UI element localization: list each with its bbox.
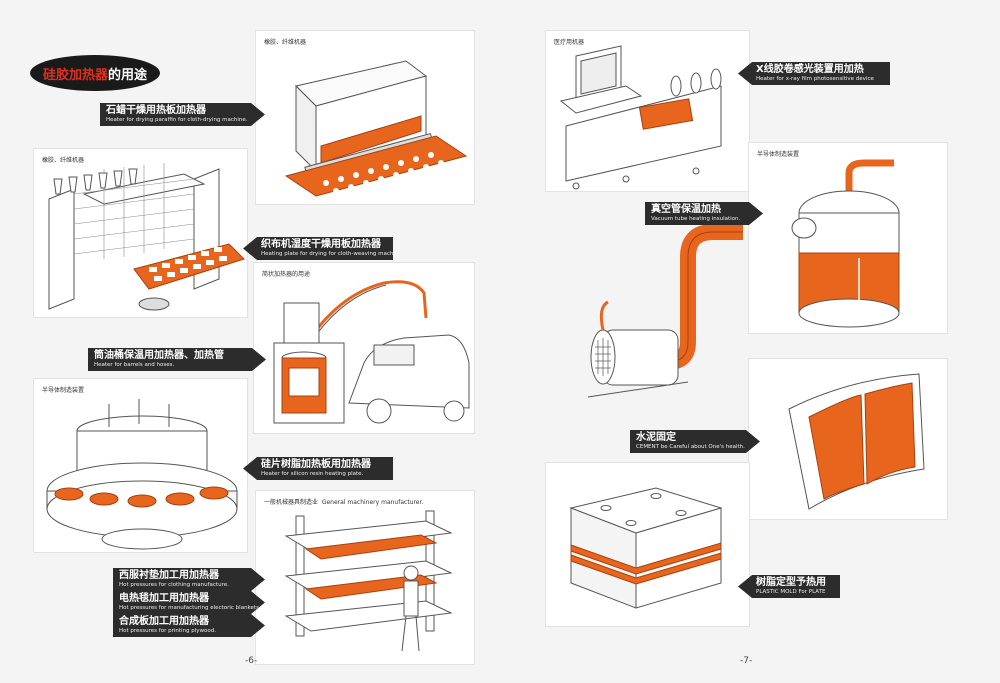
label-cn: 树脂定型予热用 bbox=[756, 577, 826, 588]
panel-caption: 一般机械器具制造业 General machinery manufacturer… bbox=[264, 497, 423, 506]
hot-press-illustration bbox=[284, 510, 453, 652]
panel-plastic-mold bbox=[545, 462, 750, 627]
panel-caption: 半导体制造装置 bbox=[757, 151, 800, 158]
label-plastic-mold: 树脂定型予热用 PLASTIC MOLD For PLATE bbox=[738, 575, 840, 598]
label-xray-heater: X线胶卷感光装置用加热 Heater for x-ray film photos… bbox=[738, 62, 890, 85]
label-cn: 织布机湿度干燥用板加热器 bbox=[261, 239, 381, 250]
caption-en: General machinery manufacturer. bbox=[321, 499, 424, 506]
label-en: Heater for drying paraffin for cloth-dry… bbox=[106, 117, 248, 123]
plastic-mold-illustration bbox=[569, 487, 723, 609]
panel-xray-device: 医疗用机器 bbox=[545, 30, 750, 192]
label-cn: 合成板加工用加热器 bbox=[119, 616, 209, 627]
panel-hot-press: 一般机械器具制造业 General machinery manufacturer… bbox=[255, 490, 475, 665]
label-en: Heater for x-ray film photosensitive dev… bbox=[756, 76, 874, 82]
label-en: Hot pressures for printing plywood. bbox=[119, 628, 217, 634]
label-cn: 电热毯加工用加热器 bbox=[119, 593, 209, 604]
panel-caption: 橡胶、纤维机器 bbox=[264, 39, 307, 46]
label-en: Heater for silicon resin heating plate. bbox=[261, 471, 364, 477]
page-number-left: -6- bbox=[245, 656, 258, 666]
paraffin-dryer-illustration bbox=[284, 60, 468, 197]
label-paraffin-heater: 石蜡干燥用热板加热器 Heater for drying paraffin fo… bbox=[100, 103, 265, 126]
label-blanket-press: 电热毯加工用加热器 Hot pressures for manufacturin… bbox=[113, 591, 265, 614]
label-en: PLASTIC MOLD For PLATE bbox=[756, 589, 826, 595]
label-en: Hot pressures for manufacturing electori… bbox=[119, 605, 261, 611]
label-cn: 石蜡干燥用热板加热器 bbox=[106, 105, 206, 116]
panel-paraffin-dryer: 橡胶、纤维机器 bbox=[255, 30, 475, 205]
semiconductor-platform-illustration bbox=[46, 399, 238, 550]
label-plywood-press: 合成板加工用加热器 Hot pressures for printing ply… bbox=[113, 614, 265, 637]
xray-device-illustration bbox=[559, 45, 722, 190]
panel-loom: 橡胶、纤维机器 bbox=[33, 148, 248, 318]
cement-illustration bbox=[788, 373, 925, 510]
panel-caption: 简状加热器的用途 bbox=[262, 271, 311, 278]
title-red: 硅胶加热器 bbox=[42, 67, 108, 83]
page-title: 硅胶加热器的用途 bbox=[30, 55, 160, 91]
barrel-car-illustration bbox=[273, 280, 470, 424]
loom-illustration bbox=[48, 163, 245, 311]
panel-vacuum-tube bbox=[548, 222, 743, 407]
panel-semiconductor-platform: 半导体制造装置 bbox=[33, 378, 248, 553]
label-en: Vacuum tube heating insulation. bbox=[651, 216, 741, 222]
page-number-right: -7- bbox=[740, 656, 753, 666]
label-cn: 硅片树脂加热板用加热器 bbox=[261, 459, 371, 470]
vacuum-tube-illustration bbox=[587, 224, 743, 398]
label-barrel-heater: 筒油桶保温用加热器、加热管 Heater for barrels and hos… bbox=[88, 348, 266, 371]
panel-semiconductor-tank: 半导体制造装置 bbox=[748, 142, 948, 334]
label-cement: 水泥固定 CEMENT be Careful about One's healt… bbox=[630, 430, 760, 453]
label-vacuum-tube: 真空管保温加热 Vacuum tube heating insulation. bbox=[645, 202, 763, 225]
panel-caption: 医疗用机器 bbox=[554, 39, 585, 46]
label-cn: 西服衬垫加工用加热器 bbox=[119, 570, 219, 581]
semiconductor-tank-illustration bbox=[791, 159, 900, 328]
label-cn: X线胶卷感光装置用加热 bbox=[756, 64, 864, 75]
panel-caption: 橡胶、纤维机器 bbox=[42, 157, 85, 164]
label-loom-heater: 织布机湿度干燥用板加热器 Heating plate for drying fo… bbox=[243, 237, 393, 260]
caption-cn: 一般机械器具制造业 bbox=[264, 499, 319, 506]
label-cn: 水泥固定 bbox=[636, 432, 676, 443]
label-en: Heating plate for drying for cloth-weavi… bbox=[261, 251, 404, 257]
label-clothing-press: 西服衬垫加工用加热器 Hot pressures for clothing ma… bbox=[113, 568, 265, 591]
title-white: 的用途 bbox=[108, 67, 148, 83]
panel-barrel-car: 简状加热器的用途 bbox=[253, 262, 475, 434]
panel-cement bbox=[748, 358, 948, 520]
label-en: Hot pressures for clothing manufacture. bbox=[119, 582, 229, 588]
label-en: CEMENT be Careful about One's health. bbox=[636, 444, 745, 450]
panel-caption: 半导体制造装置 bbox=[42, 387, 85, 394]
label-silicon-resin-heater: 硅片树脂加热板用加热器 Heater for silicon resin hea… bbox=[243, 457, 393, 480]
label-cn: 筒油桶保温用加热器、加热管 bbox=[94, 350, 224, 361]
label-en: Heater for barrels and hoses. bbox=[94, 362, 175, 368]
label-cn: 真空管保温加热 bbox=[651, 204, 721, 215]
